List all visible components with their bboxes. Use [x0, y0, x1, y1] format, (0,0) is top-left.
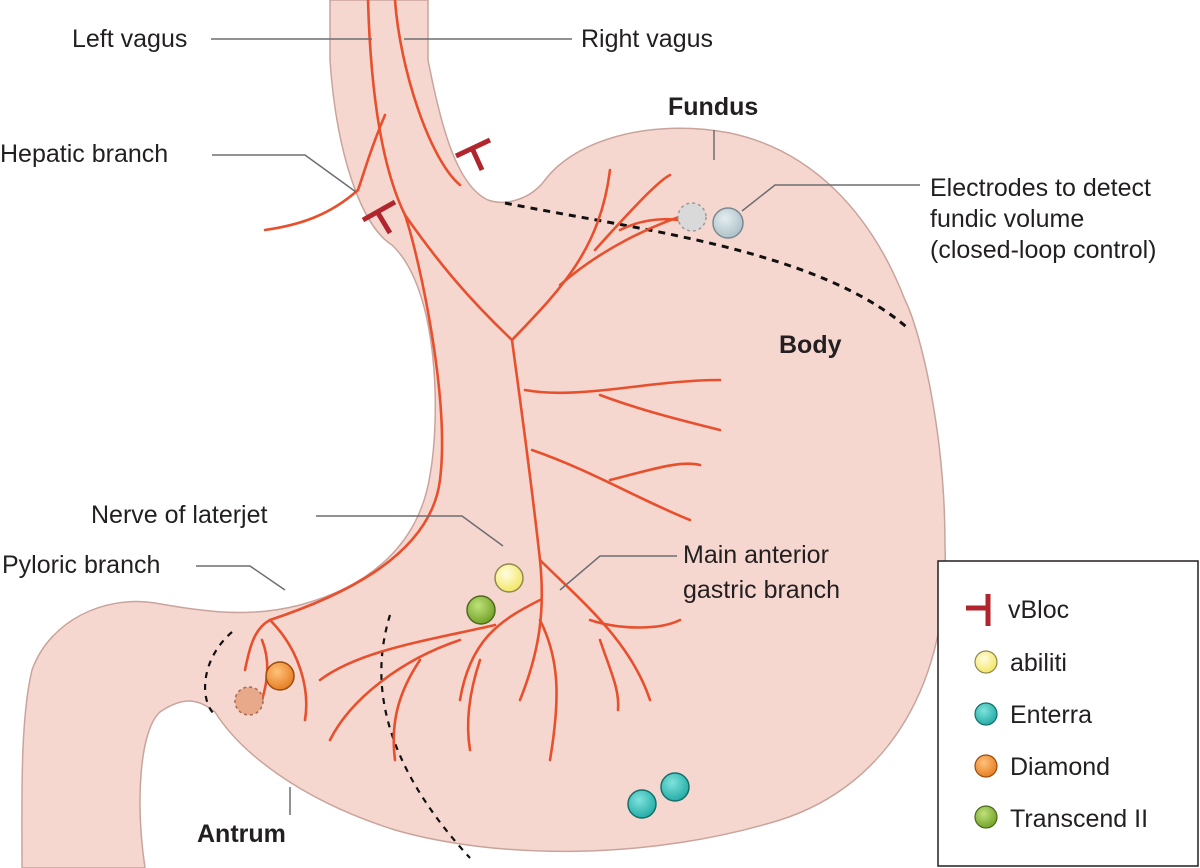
- legend-item-vbloc: vBloc: [966, 594, 1069, 626]
- legend: vBloc abiliti Enterra Diamond Transcend …: [937, 560, 1199, 867]
- label-hepatic-branch: Hepatic branch: [0, 140, 168, 168]
- legend-item-enterra: Enterra: [974, 701, 1092, 729]
- legend-item-transcend: Transcend II: [974, 805, 1148, 833]
- vbloc-marker-left: [361, 199, 397, 235]
- label-nerve-of-laterjet: Nerve of laterjet: [91, 501, 268, 529]
- block-icon: [966, 594, 991, 626]
- enterra-device-2: [660, 772, 690, 802]
- label-antrum: Antrum: [197, 820, 286, 848]
- label-electrodes-1: Electrodes to detect: [930, 174, 1151, 202]
- stomach-outline: [21, 0, 947, 868]
- label-right-vagus: Right vagus: [581, 25, 713, 53]
- vbloc-marker-right: [454, 137, 492, 172]
- label-main-anterior-2: gastric branch: [683, 576, 840, 604]
- electrode-fundic: [712, 207, 744, 239]
- label-electrodes-3: (closed-loop control): [930, 236, 1157, 264]
- label-electrodes-2: fundic volume: [930, 205, 1084, 233]
- legend-label-abiliti: abiliti: [1010, 649, 1067, 677]
- antrum-body-boundary: [380, 614, 471, 859]
- enterra-swatch: [974, 702, 998, 726]
- vagus-nerves: [243, 0, 722, 762]
- diamond-device-ghost: [234, 686, 264, 716]
- legend-label-diamond: Diamond: [1010, 753, 1110, 781]
- fundus-body-boundary: [504, 201, 911, 332]
- transcend-device: [466, 595, 496, 625]
- legend-item-abiliti: abiliti: [974, 649, 1067, 677]
- label-main-anterior-1: Main anterior: [683, 541, 829, 569]
- legend-label-transcend: Transcend II: [1010, 805, 1148, 833]
- abiliti-device: [494, 563, 524, 593]
- label-pyloric-branch: Pyloric branch: [2, 551, 160, 579]
- legend-label-vbloc: vBloc: [1008, 596, 1069, 624]
- diamond-swatch: [974, 754, 998, 778]
- label-left-vagus: Left vagus: [72, 25, 187, 53]
- diamond-device: [265, 661, 295, 691]
- legend-label-enterra: Enterra: [1010, 701, 1092, 729]
- leader-lines: [196, 38, 920, 815]
- label-fundus: Fundus: [668, 93, 758, 121]
- legend-item-diamond: Diamond: [974, 753, 1110, 781]
- label-body: Body: [779, 331, 842, 359]
- pylorus-boundary: [204, 631, 233, 715]
- abiliti-swatch: [974, 650, 998, 674]
- enterra-device-1: [627, 789, 657, 819]
- electrode-ghost: [677, 202, 707, 232]
- transcend-swatch: [974, 805, 998, 829]
